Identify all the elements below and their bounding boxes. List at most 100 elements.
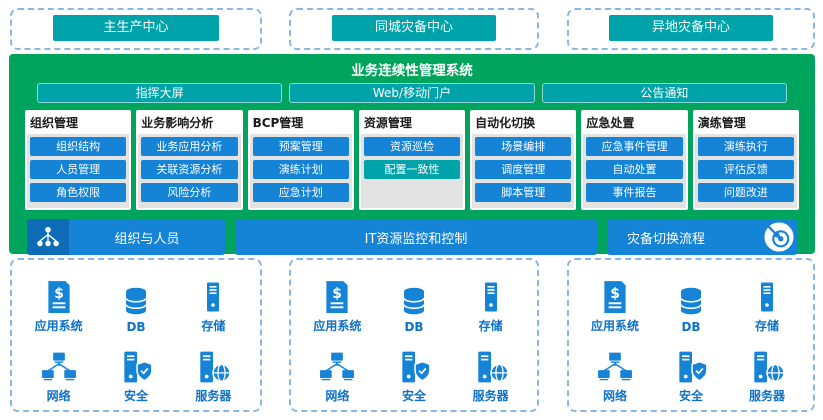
network-icon bbox=[597, 348, 633, 384]
portal-announcement: 公告通知 bbox=[541, 83, 787, 103]
module-item: 应急事件管理 bbox=[586, 137, 683, 156]
module-item: 业务应用分析 bbox=[141, 137, 238, 156]
infra-label: 网络 bbox=[46, 389, 71, 403]
module-item: 预案管理 bbox=[252, 137, 349, 156]
svg-text:$: $ bbox=[54, 286, 64, 302]
infra-label: 安全 bbox=[678, 389, 703, 403]
module-item: 问题改进 bbox=[697, 183, 794, 202]
module-resource-management: 资源管理 资源巡检 配置一致性 bbox=[358, 110, 466, 210]
center-label-same-city-dr: 同城灾备中心 bbox=[331, 15, 497, 41]
security-icon bbox=[118, 348, 154, 384]
infra-item-security: 安全 bbox=[97, 346, 174, 404]
svg-text:$: $ bbox=[333, 286, 343, 302]
security-icon bbox=[396, 348, 432, 384]
infra-label: 安全 bbox=[123, 389, 148, 403]
target-arrow-icon bbox=[764, 222, 794, 252]
module-org-management: 组织管理 组织结构 人员管理 角色权限 bbox=[25, 110, 132, 210]
infra-label: 应用系统 bbox=[34, 319, 83, 333]
infra-item-db: DB bbox=[97, 276, 174, 334]
network-icon bbox=[41, 348, 77, 384]
infra-item-app-system: $ 应用系统 bbox=[20, 276, 97, 334]
database-icon bbox=[398, 281, 430, 317]
bcm-system-title: 业务连续性管理系统 bbox=[351, 63, 473, 79]
infra-box-remote-dr: $ 应用系统 DB 存储 网络 安全 bbox=[567, 258, 815, 412]
module-title: BCP管理 bbox=[252, 116, 304, 130]
infra-label: 服务器 bbox=[748, 389, 785, 403]
module-title: 组织管理 bbox=[30, 116, 79, 130]
module-row: 组织管理 组织结构 人员管理 角色权限 业务影响分析 业务应用分析 关联资源分析… bbox=[25, 110, 799, 210]
module-drill-management: 演练管理 演练执行 评估反馈 问题改进 bbox=[692, 110, 799, 210]
it-monitor-bar: IT资源监控和控制 bbox=[235, 219, 597, 255]
dr-switch-bar: 灾备切换流程 bbox=[607, 219, 797, 255]
app-system-icon: $ bbox=[600, 278, 630, 314]
infra-item-server: 服务器 bbox=[175, 346, 252, 404]
module-item: 演练计划 bbox=[252, 160, 349, 179]
module-item: 应急计划 bbox=[252, 183, 349, 202]
infra-item-db: DB bbox=[653, 276, 729, 334]
infra-item-security: 安全 bbox=[653, 346, 729, 404]
module-emergency-response: 应急处置 应急事件管理 自动处置 事件报告 bbox=[581, 110, 688, 210]
server-icon bbox=[473, 348, 509, 384]
infra-item-security: 安全 bbox=[376, 346, 453, 404]
infra-label: 安全 bbox=[401, 389, 426, 403]
center-box-main-production: 主生产中心 bbox=[10, 8, 262, 50]
module-item: 调度管理 bbox=[475, 160, 572, 179]
infra-label: 服务器 bbox=[195, 389, 232, 403]
infra-label: 存储 bbox=[478, 319, 503, 333]
module-item: 角色权限 bbox=[30, 183, 127, 202]
module-item: 评估反馈 bbox=[697, 160, 794, 179]
module-item: 事件报告 bbox=[586, 183, 683, 202]
portal-row: 指挥大屏 Web/移动门户 公告通知 bbox=[37, 83, 787, 103]
storage-icon bbox=[751, 278, 783, 314]
module-item: 场景编排 bbox=[475, 137, 572, 156]
infra-item-server: 服务器 bbox=[729, 346, 805, 404]
control-bar-row: 组织与人员 IT资源监控和控制 灾备切换流程 bbox=[27, 219, 797, 255]
module-title: 应急处置 bbox=[586, 116, 635, 130]
center-label-remote-dr: 异地灾备中心 bbox=[609, 15, 773, 41]
module-item: 人员管理 bbox=[30, 160, 127, 179]
infra-item-app-system: $ 应用系统 bbox=[577, 276, 653, 334]
infra-item-storage: 存储 bbox=[452, 276, 529, 334]
infra-label: DB bbox=[681, 320, 701, 334]
module-item: 自动处置 bbox=[586, 160, 683, 179]
module-item: 演练执行 bbox=[697, 137, 794, 156]
storage-icon bbox=[197, 278, 229, 314]
infra-label: 网络 bbox=[325, 389, 350, 403]
network-icon bbox=[319, 348, 355, 384]
module-item: 风险分析 bbox=[141, 183, 238, 202]
it-monitor-label: IT资源监控和控制 bbox=[364, 231, 468, 247]
org-hierarchy-icon bbox=[27, 219, 69, 255]
infra-item-db: DB bbox=[376, 276, 453, 334]
module-item: 脚本管理 bbox=[475, 183, 572, 202]
center-box-same-city-dr: 同城灾备中心 bbox=[289, 8, 539, 50]
module-item: 组织结构 bbox=[30, 137, 127, 156]
center-label-main-production: 主生产中心 bbox=[52, 15, 220, 41]
infra-label: 存储 bbox=[201, 319, 226, 333]
center-box-remote-dr: 异地灾备中心 bbox=[567, 8, 815, 50]
portal-web-mobile: Web/移动门户 bbox=[289, 83, 535, 103]
storage-icon bbox=[475, 278, 507, 314]
infra-item-network: 网络 bbox=[20, 346, 97, 404]
infra-label: 服务器 bbox=[472, 389, 509, 403]
module-title: 演练管理 bbox=[697, 116, 746, 130]
infra-box-same-city-dr: $ 应用系统 DB 存储 网络 安全 bbox=[289, 258, 539, 412]
infra-label: 存储 bbox=[754, 319, 779, 333]
server-icon bbox=[749, 348, 785, 384]
infra-item-server: 服务器 bbox=[452, 346, 529, 404]
server-icon bbox=[195, 348, 232, 384]
infra-item-network: 网络 bbox=[299, 346, 376, 404]
infra-label: 网络 bbox=[602, 389, 627, 403]
bcm-system-panel: 业务连续性管理系统 指挥大屏 Web/移动门户 公告通知 组织管理 组织结构 人… bbox=[9, 54, 815, 255]
app-system-icon: $ bbox=[322, 278, 352, 314]
module-title: 业务影响分析 bbox=[141, 116, 214, 130]
infra-box-main-production: $ 应用系统 DB 存储 网络 安全 bbox=[10, 258, 262, 412]
infra-label: 应用系统 bbox=[590, 319, 639, 333]
database-icon bbox=[675, 281, 707, 317]
module-automated-switching: 自动化切换 场景编排 调度管理 脚本管理 bbox=[470, 110, 577, 210]
module-item: 配置一致性 bbox=[363, 160, 461, 179]
infra-item-storage: 存储 bbox=[175, 276, 252, 334]
svg-text:$: $ bbox=[610, 286, 620, 302]
org-people-bar: 组织与人员 bbox=[27, 219, 225, 255]
module-bcp-management: BCP管理 预案管理 演练计划 应急计划 bbox=[247, 110, 354, 210]
